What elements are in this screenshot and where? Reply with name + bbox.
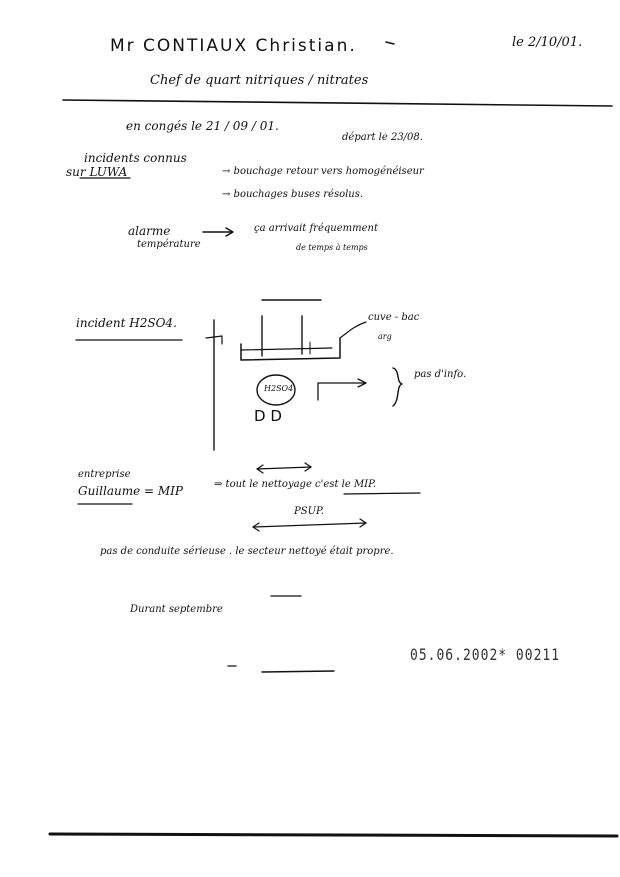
brace-note: pas d'info. — [414, 369, 467, 380]
circle-arrow-head — [357, 378, 367, 388]
person-name: Mr CONTIAUX Christian. — [110, 36, 357, 56]
luwa-heading-line-1: incidents connus — [84, 151, 187, 165]
double-arrow-bottom-right-head — [359, 518, 367, 528]
title-dash — [385, 41, 395, 45]
leave-note: en congés le 21 / 09 / 01. — [126, 119, 279, 133]
psup-label: PSUP. — [294, 506, 324, 517]
company-label-1: entreprise — [78, 469, 131, 480]
september-note: Durant septembre — [130, 604, 223, 615]
diagram-label-arg: arg — [378, 332, 392, 341]
diagram-entry — [205, 335, 223, 345]
header-rule — [62, 99, 613, 107]
brace — [392, 367, 403, 407]
double-arrow-top-left-head — [256, 464, 264, 474]
alarm-label-2: température — [137, 239, 201, 250]
departure-note: départ le 23/08. — [342, 132, 423, 143]
tank-level — [240, 347, 333, 351]
luwa-heading-line-2: sur LUWA — [66, 165, 128, 179]
double-arrow-bottom — [252, 522, 367, 528]
tank-leader-line — [339, 321, 367, 339]
archive-stamp: 05.06.2002* 00211 — [410, 646, 561, 665]
mip-underline — [343, 492, 421, 495]
alarm-description-1: ça arrivait fréquemment — [254, 223, 378, 234]
double-arrow-top-right-head — [304, 462, 312, 472]
company-description: ⇒ tout le nettoyage c'est le MIP. — [214, 479, 377, 490]
diagram-label-cuve: cuve - bac — [368, 312, 420, 323]
h2so4-incident-title: incident H2SO4. — [76, 316, 177, 330]
company-label-2: Guillaume = MIP — [78, 484, 183, 498]
luwa-incident-2: → bouchages buses résolus. — [222, 189, 364, 200]
pumps-label: D D — [254, 407, 282, 425]
circle-arrow — [317, 382, 365, 401]
dash-bottom — [261, 670, 335, 673]
double-arrow-top — [256, 466, 312, 470]
page-bottom-rule — [48, 832, 619, 838]
person-role: Chef de quart nitriques / nitrates — [150, 73, 369, 88]
document-date: le 2/10/01. — [512, 35, 583, 50]
alarm-label-1: alarme — [128, 224, 171, 238]
alarm-arrow-head — [225, 227, 234, 237]
alarm-description-2: de temps à temps — [296, 243, 368, 252]
double-arrow-bottom-left-head — [252, 522, 260, 532]
circle-label: H2SO4 — [264, 384, 294, 393]
tank-outline — [240, 337, 341, 361]
conduct-note: pas de conduite sérieuse . le secteur ne… — [100, 546, 394, 557]
luwa-incident-1: → bouchage retour vers homogénéiseur — [222, 166, 424, 177]
